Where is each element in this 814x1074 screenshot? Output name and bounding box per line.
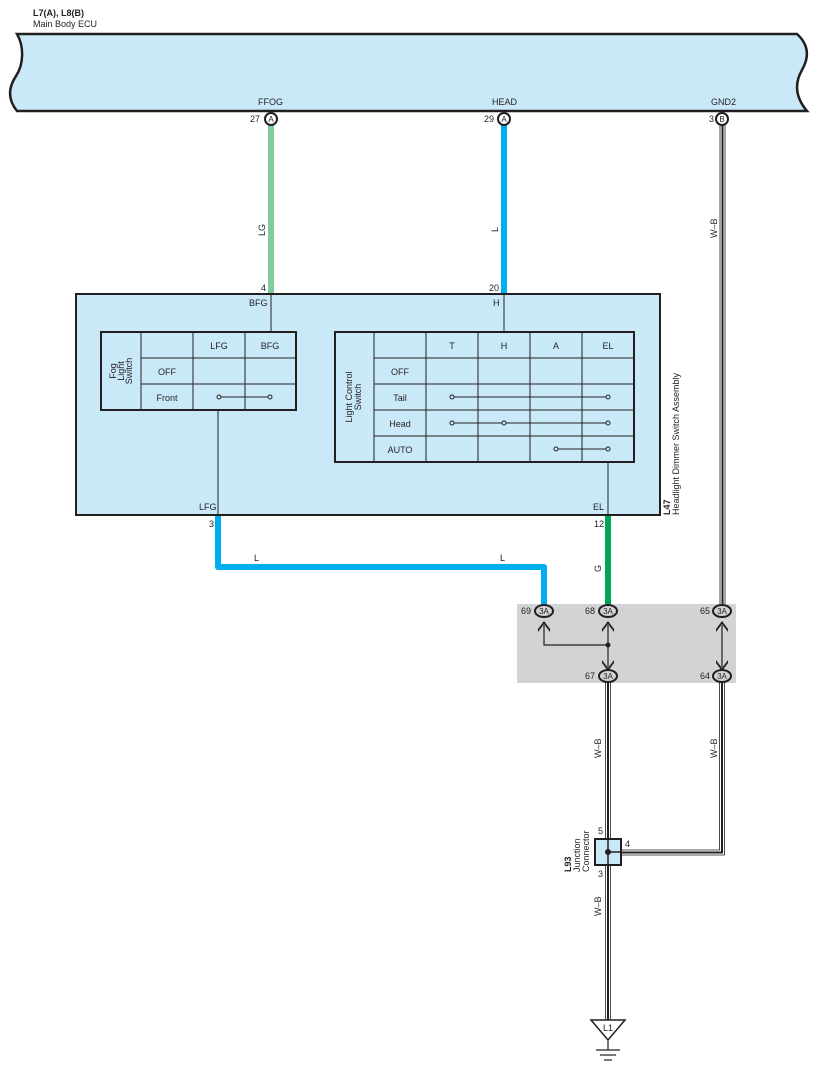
wire-label-wb-top: W–B bbox=[709, 218, 719, 238]
wire-gnd2 bbox=[719, 122, 726, 612]
svg-text:3A: 3A bbox=[603, 607, 613, 616]
junction-block bbox=[517, 604, 736, 683]
switch-assembly-name: Headlight Dimmer Switch Assembly bbox=[671, 372, 681, 515]
svg-text:69: 69 bbox=[521, 606, 531, 616]
fog-row-front: Front bbox=[156, 393, 178, 403]
svg-text:3A: 3A bbox=[717, 607, 727, 616]
wire-label-g: G bbox=[593, 565, 603, 572]
junction-connector-splice bbox=[605, 849, 611, 855]
pin-4: 4 bbox=[261, 283, 266, 293]
ground-label: L1 bbox=[603, 1023, 613, 1033]
jc-pin-4: 4 bbox=[625, 839, 630, 849]
lcs-row-off: OFF bbox=[391, 367, 409, 377]
jc-pin-3: 3 bbox=[598, 869, 603, 879]
fog-col-lfg: LFG bbox=[210, 341, 228, 351]
wire-label-wb-lr: W–B bbox=[709, 738, 719, 758]
junction-connector-name-2: Connector bbox=[581, 830, 591, 872]
terminal-gnd2-label: GND2 bbox=[711, 97, 736, 107]
svg-text:67: 67 bbox=[585, 671, 595, 681]
connector-67-3a: 67 3A bbox=[585, 669, 618, 683]
svg-text:68: 68 bbox=[585, 606, 595, 616]
svg-text:64: 64 bbox=[700, 671, 710, 681]
lcs-title-2: Switch bbox=[353, 384, 363, 411]
switch-assembly-code: L47 bbox=[662, 499, 672, 515]
pin-20: 20 bbox=[489, 283, 499, 293]
lcs-col-el: EL bbox=[602, 341, 613, 351]
terminal-ffog-label: FFOG bbox=[258, 97, 283, 107]
wire-label-lg: LG bbox=[257, 224, 267, 236]
pin-12: 12 bbox=[594, 519, 604, 529]
fog-switch-title-1: Fog bbox=[108, 363, 118, 379]
ecu-name: Main Body ECU bbox=[33, 19, 97, 29]
wire-el bbox=[605, 516, 611, 606]
connector-64-3a: 64 3A bbox=[700, 669, 732, 683]
svg-text:A: A bbox=[268, 115, 274, 124]
lcs-col-h: H bbox=[501, 341, 508, 351]
wire-wb-lower-right bbox=[622, 682, 725, 856]
lcs-col-a: A bbox=[553, 341, 559, 351]
terminal-27-a: 27 A bbox=[250, 112, 278, 126]
wire-label-wb-ll: W–B bbox=[593, 738, 603, 758]
lcs-title-1: Light Control bbox=[344, 371, 354, 422]
light-control-switch-table: Light Control Switch T H A EL OFF Tail H… bbox=[334, 331, 635, 463]
lcs-auto-connection bbox=[553, 446, 611, 452]
terminal-head-label: HEAD bbox=[492, 97, 518, 107]
connector-68-3a: 68 3A bbox=[585, 604, 618, 618]
fog-front-connection bbox=[216, 394, 273, 400]
terminal-29-a: 29 A bbox=[484, 112, 511, 126]
pin-3: 3 bbox=[209, 519, 214, 529]
fog-row-off: OFF bbox=[158, 367, 176, 377]
connector-65-3a: 65 3A bbox=[700, 604, 732, 618]
lcs-tail-connection bbox=[449, 394, 611, 400]
svg-text:A: A bbox=[501, 115, 507, 124]
svg-text:3A: 3A bbox=[539, 607, 549, 616]
junction-connector-name-1: Junction bbox=[572, 838, 582, 872]
lcs-col-t: T bbox=[449, 341, 455, 351]
wire-ffog bbox=[268, 122, 274, 294]
svg-text:27: 27 bbox=[250, 114, 260, 124]
jc-pin-5: 5 bbox=[598, 826, 603, 836]
wire-label-l-1: L bbox=[254, 553, 259, 563]
junction-internal-wiring bbox=[538, 621, 728, 671]
wire-head bbox=[501, 122, 507, 294]
svg-text:3: 3 bbox=[709, 114, 714, 124]
lcs-row-tail: Tail bbox=[393, 393, 407, 403]
svg-text:29: 29 bbox=[484, 114, 494, 124]
ground-point: L1 bbox=[589, 1019, 627, 1061]
ecu-body bbox=[8, 32, 810, 113]
connector-69-3a: 69 3A bbox=[521, 604, 554, 618]
fog-light-switch-table: Fog Light Switch LFG BFG OFF Front bbox=[100, 331, 297, 411]
pin-label-el: EL bbox=[593, 502, 604, 512]
svg-text:3A: 3A bbox=[717, 672, 727, 681]
fog-switch-title-3: Switch bbox=[124, 358, 134, 385]
fog-col-bfg: BFG bbox=[261, 341, 280, 351]
junction-connector-code: L93 bbox=[563, 856, 573, 872]
svg-text:B: B bbox=[719, 115, 724, 124]
wire-label-wb-ground: W–B bbox=[593, 896, 603, 916]
wire-lfg bbox=[215, 516, 547, 606]
pin-label-lfg: LFG bbox=[199, 502, 217, 512]
pin-label-bfg: BFG bbox=[249, 298, 268, 308]
wire-label-l-2: L bbox=[500, 553, 505, 563]
wire-label-l: L bbox=[490, 227, 500, 232]
ecu-code: L7(A), L8(B) bbox=[33, 8, 84, 18]
svg-text:65: 65 bbox=[700, 606, 710, 616]
fog-switch-title-2: Light bbox=[116, 361, 126, 381]
lcs-row-head: Head bbox=[389, 419, 411, 429]
pin-label-h: H bbox=[493, 298, 500, 308]
lcs-head-connection bbox=[449, 420, 611, 426]
terminal-3-b: 3 B bbox=[709, 112, 729, 126]
lcs-row-auto: AUTO bbox=[388, 445, 413, 455]
svg-text:3A: 3A bbox=[603, 672, 613, 681]
